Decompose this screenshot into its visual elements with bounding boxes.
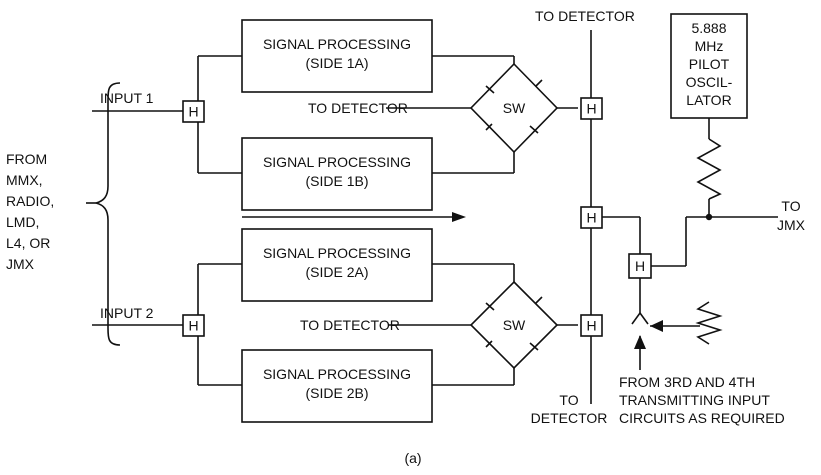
svg-text:LMD,: LMD,: [6, 214, 39, 230]
switch-1: SW: [469, 62, 559, 154]
block-2b-subtitle: (SIDE 2B): [305, 385, 368, 401]
figure-caption: (a): [404, 450, 421, 466]
switch-2: SW: [469, 280, 559, 370]
svg-text:LATOR: LATOR: [686, 92, 731, 108]
pilot-oscillator-block: 5.888 MHz PILOT OSCIL- LATOR: [670, 13, 748, 119]
input-1-label: INPUT 1: [100, 90, 154, 106]
to-detector-label-2: TO DETECTOR: [300, 317, 400, 333]
svg-text:RADIO,: RADIO,: [6, 193, 54, 209]
source-list: FROM MMX, RADIO, LMD, L4, OR JMX: [6, 151, 54, 272]
block-1a-title: SIGNAL PROCESSING: [263, 36, 411, 52]
to-detector-label-bottom-line-2: DETECTOR: [531, 410, 608, 426]
svg-text:FROM 3RD AND 4TH: FROM 3RD AND 4TH: [619, 374, 755, 390]
to-detector-label-bottom-line-1: TO: [559, 392, 578, 408]
input-2-label: INPUT 2: [100, 305, 154, 321]
svg-text:L4, OR: L4, OR: [6, 235, 50, 251]
svg-text:MMX,: MMX,: [6, 172, 43, 188]
to-detector-label-top: TO DETECTOR: [535, 8, 635, 24]
switch-1-label: SW: [503, 100, 526, 116]
svg-text:H: H: [586, 101, 596, 117]
svg-text:TRANSMITTING INPUT: TRANSMITTING INPUT: [619, 392, 770, 408]
svg-text:OSCIL-: OSCIL-: [686, 74, 733, 90]
signal-processing-block-2a: SIGNAL PROCESSING (SIDE 2A): [241, 228, 433, 302]
signal-processing-block-2b: SIGNAL PROCESSING (SIDE 2B): [241, 349, 433, 423]
hybrid-output: H: [628, 253, 652, 279]
switch-2-label: SW: [503, 317, 526, 333]
block-1a-subtitle: (SIDE 1A): [305, 55, 368, 71]
block-2a-subtitle: (SIDE 2A): [305, 264, 368, 280]
svg-text:5.888: 5.888: [691, 20, 726, 36]
hybrid-input-1: H: [182, 100, 205, 123]
signal-processing-block-1b: SIGNAL PROCESSING (SIDE 1B): [241, 137, 433, 211]
hybrid-input-2: H: [182, 314, 205, 337]
svg-text:CIRCUITS AS REQUIRED: CIRCUITS AS REQUIRED: [619, 410, 785, 426]
block-2a-title: SIGNAL PROCESSING: [263, 245, 411, 261]
svg-text:H: H: [188, 104, 198, 120]
wiring: [86, 30, 778, 404]
svg-text:H: H: [635, 258, 645, 274]
hybrid-bus-middle: H: [580, 206, 603, 229]
block-1b-subtitle: (SIDE 1B): [305, 173, 368, 189]
svg-text:FROM: FROM: [6, 151, 47, 167]
svg-text:MHz: MHz: [695, 38, 724, 54]
output-label-line-2: JMX: [777, 217, 806, 233]
svg-text:PILOT: PILOT: [689, 56, 730, 72]
svg-text:H: H: [586, 318, 596, 334]
block-2b-title: SIGNAL PROCESSING: [263, 366, 411, 382]
hybrid-bus-upper: H: [580, 97, 603, 120]
svg-text:H: H: [586, 210, 596, 226]
output-label-line-1: TO: [781, 198, 800, 214]
to-detector-label-1: TO DETECTOR: [308, 100, 408, 116]
svg-text:H: H: [188, 318, 198, 334]
svg-text:JMX: JMX: [6, 256, 35, 272]
extra-inputs-label: FROM 3RD AND 4TH TRANSMITTING INPUT CIRC…: [619, 374, 785, 426]
block-1b-title: SIGNAL PROCESSING: [263, 154, 411, 170]
signal-processing-block-1a: SIGNAL PROCESSING (SIDE 1A): [241, 19, 433, 93]
hybrid-bus-lower: H: [580, 314, 603, 337]
